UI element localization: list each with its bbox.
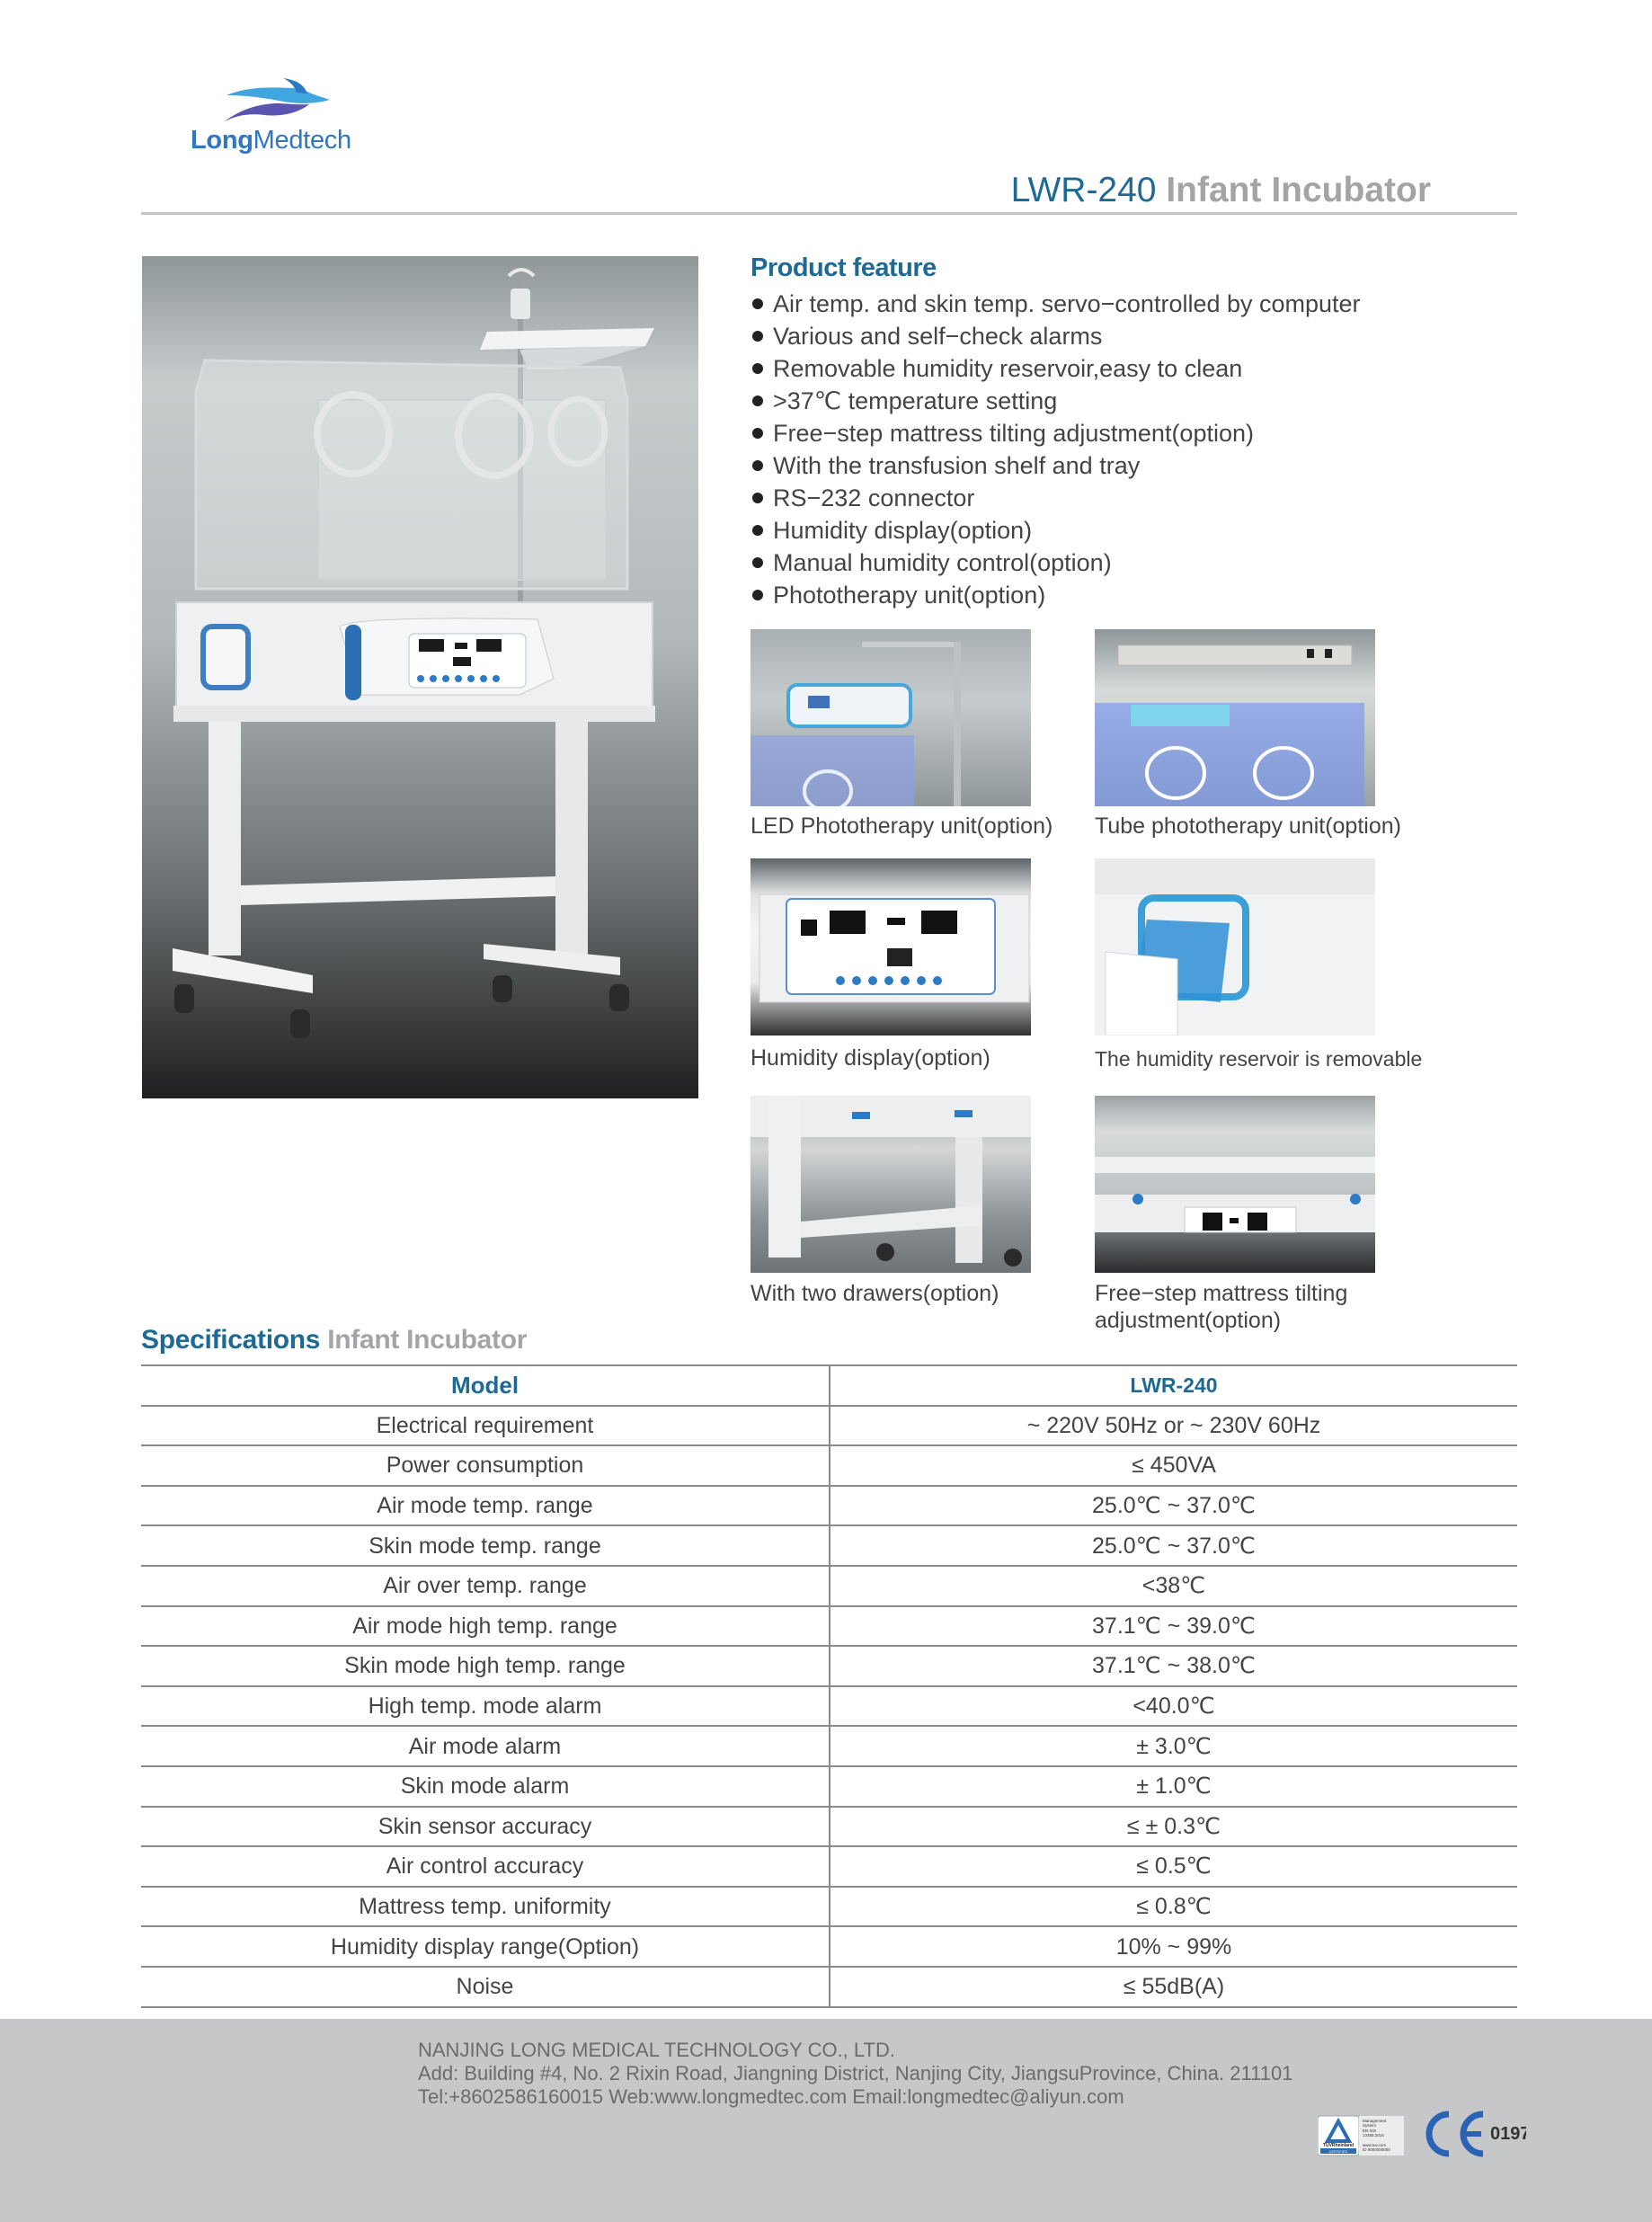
features-list: Air temp. and skin temp. servo−controlle…	[751, 288, 1488, 611]
feature-item: With the transfusion shelf and tray	[751, 449, 1488, 482]
bullet-icon	[752, 590, 763, 600]
gallery-caption: LED Phototherapy unit(option)	[751, 813, 1053, 839]
gallery-caption: Humidity display(option)	[751, 1045, 990, 1071]
table-header-row: Model LWR-240	[141, 1364, 1517, 1407]
company-contact: Tel:+8602586160015 Web:www.longmedtec.co…	[418, 2085, 1124, 2108]
company-logo: LongMedtech	[191, 77, 370, 167]
product-features: Product feature Air temp. and skin temp.…	[751, 252, 1488, 611]
svg-text:EN ISO: EN ISO	[1363, 2129, 1377, 2133]
feature-item: Air temp. and skin temp. servo−controlle…	[751, 288, 1488, 320]
column-header-model-value: LWR-240	[830, 1364, 1517, 1407]
table-row: Air over temp. range<38℃	[141, 1564, 1517, 1607]
main-product-image	[142, 256, 698, 1098]
gallery-caption: With two drawers(option)	[751, 1281, 999, 1306]
svg-text:ID 9000000000: ID 9000000000	[1363, 2147, 1390, 2152]
table-row: High temp. mode alarm<40.0℃	[141, 1684, 1517, 1728]
table-row: Skin mode alarm± 1.0℃	[141, 1764, 1517, 1808]
bullet-icon	[752, 428, 763, 439]
bullet-icon	[752, 525, 763, 536]
feature-item: Various and self−check alarms	[751, 320, 1488, 352]
feature-item: Removable humidity reservoir,easy to cle…	[751, 352, 1488, 385]
feature-item: Free−step mattress tilting adjustment(op…	[751, 417, 1488, 449]
tube-phototherapy-image	[1095, 629, 1375, 806]
svg-text:Management: Management	[1363, 2119, 1387, 2123]
table-row: Mattress temp. uniformity≤ 0.8℃	[141, 1885, 1517, 1928]
feature-item: Manual humidity control(option)	[751, 547, 1488, 579]
tuv-triangle-icon	[1324, 2117, 1353, 2143]
feature-item: RS−232 connector	[751, 482, 1488, 514]
table-row: Humidity display range(Option)10% ~ 99%	[141, 1925, 1517, 1968]
footer: NANJING LONG MEDICAL TECHNOLOGY CO., LTD…	[0, 2019, 1652, 2222]
humidity-display-image	[751, 858, 1031, 1035]
product-name: Infant Incubator	[1166, 171, 1431, 209]
bullet-icon	[752, 298, 763, 309]
table-row: Noise≤ 55dB(A)	[141, 1965, 1517, 2008]
specifications-table: Model LWR-240 Electrical requirement~ 22…	[141, 1364, 1517, 2008]
mattress-tilting-image	[1095, 1096, 1375, 1273]
company-name: NANJING LONG MEDICAL TECHNOLOGY CO., LTD…	[418, 2039, 895, 2061]
bullet-icon	[752, 460, 763, 471]
svg-text:0197: 0197	[1490, 2124, 1526, 2144]
gallery-caption: The humidity reservoir is removable	[1095, 1047, 1423, 1071]
company-info: NANJING LONG MEDICAL TECHNOLOGY CO., LTD…	[418, 2039, 1292, 2109]
ce-mark-icon: 0197	[1426, 2111, 1531, 2157]
company-address: Add: Building #4, No. 2 Rixin Road, Jian…	[418, 2062, 1293, 2084]
tuv-certification-badge: TÜVRheinland CERTIFIED Management System…	[1317, 2112, 1404, 2157]
feature-item: Phototherapy unit(option)	[751, 579, 1488, 611]
feature-item: Humidity display(option)	[751, 514, 1488, 547]
table-row: Air control accuracy≤ 0.5℃	[141, 1845, 1517, 1888]
humidity-reservoir-image	[1095, 858, 1375, 1035]
led-phototherapy-image	[751, 629, 1031, 806]
bullet-icon	[752, 331, 763, 342]
two-drawers-image	[751, 1096, 1031, 1273]
gallery-caption: Free−step mattress tilting adjustment(op…	[1095, 1281, 1348, 1333]
gallery-caption: Tube phototherapy unit(option)	[1095, 813, 1401, 839]
header-divider	[141, 212, 1517, 215]
svg-text:TÜVRheinland: TÜVRheinland	[1323, 2142, 1354, 2148]
svg-text:13485:2016: 13485:2016	[1363, 2133, 1384, 2138]
ce-mark: 0197	[1418, 2109, 1531, 2164]
table-row: Power consumption≤ 450VA	[141, 1444, 1517, 1487]
bullet-icon	[752, 363, 763, 374]
specifications-heading: Specifications Infant Incubator	[141, 1325, 528, 1355]
bullet-icon	[752, 557, 763, 568]
svg-text:System: System	[1363, 2123, 1376, 2128]
feature-item: >37℃ temperature setting	[751, 385, 1488, 417]
table-row: Electrical requirement~ 220V 50Hz or ~ 2…	[141, 1404, 1517, 1447]
bird-wing-logo-icon	[225, 78, 330, 121]
svg-text:CERTIFIED: CERTIFIED	[1328, 2149, 1347, 2154]
features-heading: Product feature	[751, 253, 937, 282]
svg-text:www.tuv.com: www.tuv.com	[1363, 2143, 1386, 2147]
page-title: LWR-240 Infant Incubator	[1011, 171, 1431, 210]
model-number: LWR-240	[1010, 171, 1157, 209]
logo-wordmark: LongMedtech	[191, 126, 351, 155]
bullet-icon	[752, 396, 763, 406]
table-row: Air mode alarm± 3.0℃	[141, 1725, 1517, 1767]
column-header-model: Model	[141, 1364, 830, 1407]
table-row: Skin sensor accuracy≤ ± 0.3℃	[141, 1805, 1517, 1848]
bullet-icon	[752, 493, 763, 503]
